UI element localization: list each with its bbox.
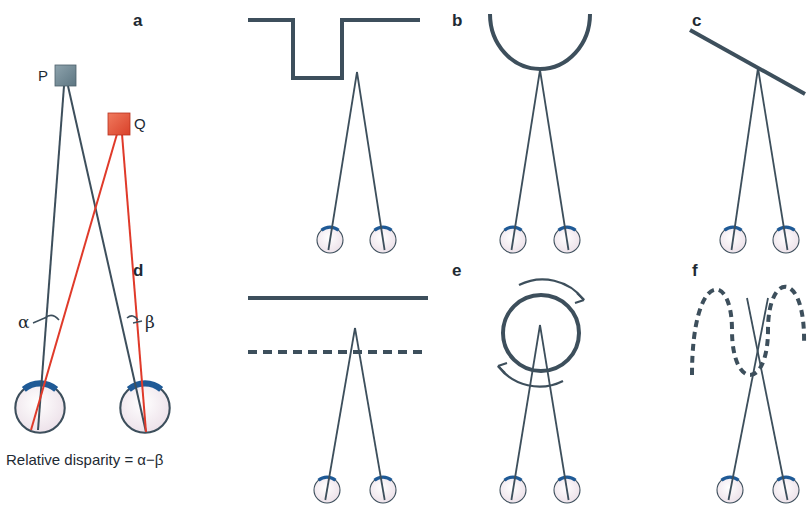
- panel-b-figure: [490, 14, 590, 253]
- panel-d-figure: [248, 298, 428, 503]
- panel-letter: c: [692, 12, 701, 29]
- point-label: Q: [134, 116, 146, 131]
- panel-letter: d: [133, 262, 143, 279]
- disparity-figure: [15, 65, 169, 433]
- angle-label: α: [18, 314, 29, 331]
- panel-letter: f: [692, 262, 698, 279]
- equation-caption: Relative disparity = α−β: [6, 452, 163, 467]
- panel-c-figure: [690, 30, 805, 253]
- panel-letter: b: [452, 12, 462, 29]
- panel-letter: e: [452, 262, 461, 279]
- panel-f-figure: [692, 287, 804, 503]
- panel-e-figure: [498, 279, 584, 503]
- point-label: P: [38, 68, 48, 83]
- panel-letter: a: [133, 12, 142, 29]
- panel-a-figure: [248, 20, 420, 253]
- angle-label: β: [145, 314, 155, 331]
